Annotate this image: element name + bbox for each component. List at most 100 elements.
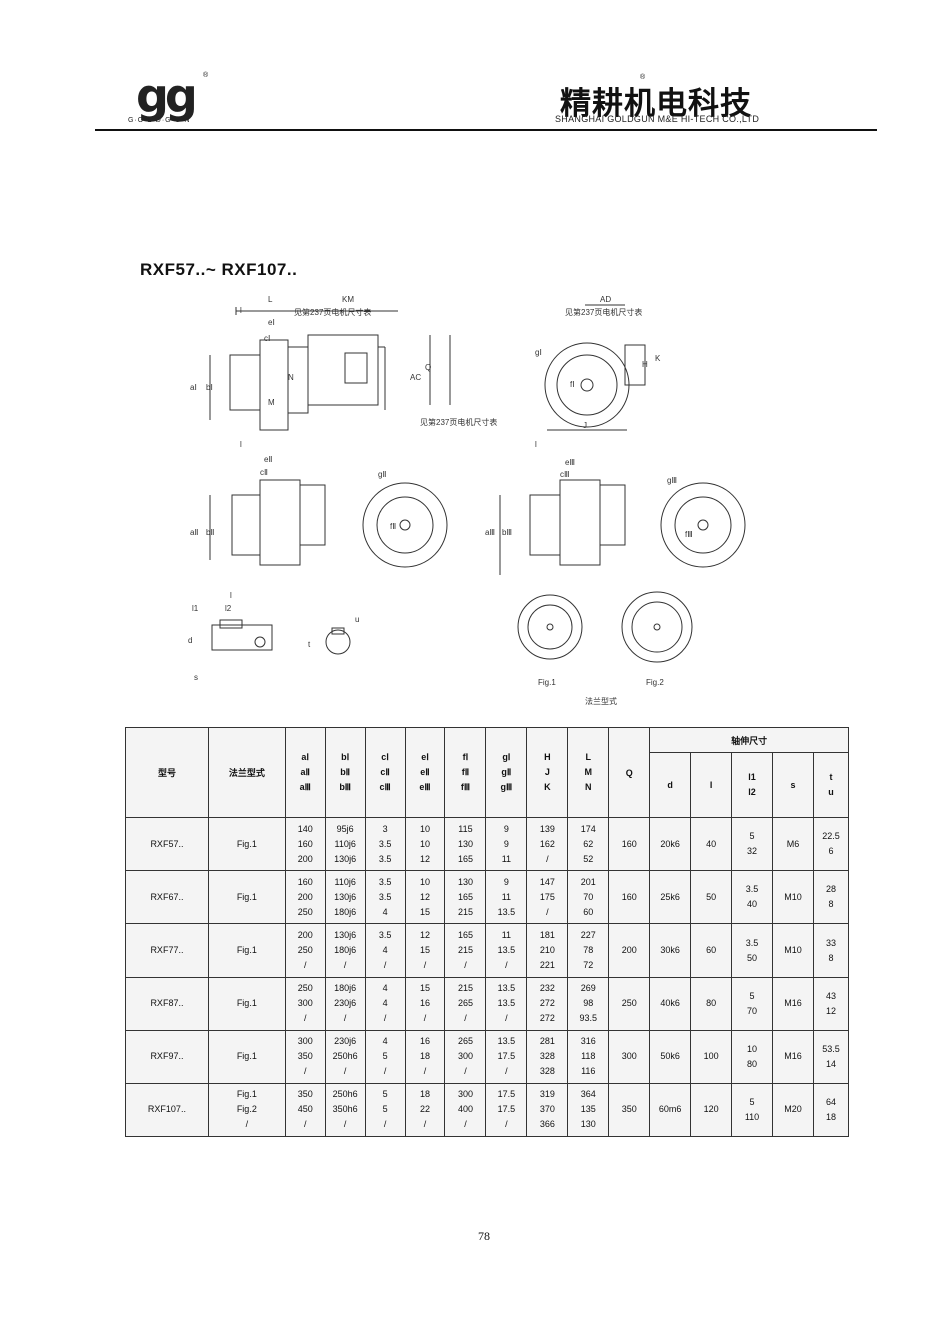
cell-q: 250 <box>608 976 651 1031</box>
flange-figures: Fig.1 Fig.2 法兰型式 <box>517 591 693 706</box>
cell-e: 16 18 / <box>404 1029 446 1084</box>
cell-flange: Fig.1 <box>207 817 286 872</box>
label-el: eⅠ <box>268 318 275 327</box>
label-H: H <box>642 360 648 369</box>
cell-b: 95j6 110j6 130j6 <box>324 817 366 872</box>
end-view-drawing: AD 见第237页电机尺寸表 gⅠ fⅠ H K J <box>535 295 661 431</box>
cell-tu: 28 8 <box>812 870 850 925</box>
cell-l: 120 <box>690 1082 733 1138</box>
cell-s: M16 <box>772 1029 814 1084</box>
cell-lmn: 364 135 130 <box>567 1082 610 1138</box>
cell-tu: 43 12 <box>812 976 850 1031</box>
cell-c: 4 4 / <box>364 976 406 1031</box>
cell-a: 300 350 / <box>284 1029 326 1084</box>
label-gll: gⅡ <box>378 470 386 479</box>
cell-e: 15 16 / <box>404 976 446 1031</box>
cell-model: RXF77.. <box>125 923 209 978</box>
label-bl: bⅠ <box>206 383 213 392</box>
cell-tu: 64 18 <box>812 1082 850 1138</box>
cell-hjk: 319 370 366 <box>526 1082 569 1138</box>
cell-lmn: 269 98 93.5 <box>567 976 610 1031</box>
cell-f: 165 215 / <box>444 923 487 978</box>
technical-drawings: L KM 见第237页电机尺寸表 l eⅠ cⅠ aⅠ bⅠ M N AC Q … <box>188 295 746 706</box>
side-view-drawing: L KM 见第237页电机尺寸表 l eⅠ cⅠ aⅠ bⅠ M N AC Q … <box>190 295 497 431</box>
cell-l12: 5 110 <box>731 1082 773 1138</box>
cell-g: 17.5 17.5 / <box>485 1082 528 1138</box>
cell-l: 80 <box>690 976 733 1031</box>
cell-q: 350 <box>608 1082 651 1138</box>
cell-c: 3.5 4 / <box>364 923 406 978</box>
label-l1: l1 <box>192 604 199 613</box>
motor-note-2: 见第237页电机尺寸表 <box>565 307 642 317</box>
label-alll: aⅢ <box>485 528 495 537</box>
label-AD: AD <box>600 295 611 304</box>
label-K: K <box>655 354 661 363</box>
label-KM: KM <box>342 295 354 304</box>
page-title: RXF57..~ RXF107.. <box>140 260 298 279</box>
cell-b: 130j6 180j6 / <box>324 923 366 978</box>
cell-flange: Fig.1 <box>207 1029 286 1084</box>
company-name-en: SHANGHAI GOLDGUN M&E HI-TECH CO.,LTD <box>555 114 760 124</box>
cell-g: 13.5 17.5 / <box>485 1029 528 1084</box>
cell-f: 130 165 215 <box>444 870 487 925</box>
cell-a: 200 250 / <box>284 923 326 978</box>
cell-s: M6 <box>772 817 814 872</box>
label-t: t <box>308 640 311 649</box>
header-g: gⅠ gⅡ gⅢ <box>485 726 528 819</box>
cell-a: 250 300 / <box>284 976 326 1031</box>
cell-s: M10 <box>772 923 814 978</box>
cell-l: 100 <box>690 1029 733 1084</box>
table-row: RXF107..Fig.1 Fig.2 /350 450 /250h6 350h… <box>125 1082 850 1138</box>
header-s: s <box>772 752 814 819</box>
cell-f: 115 130 165 <box>444 817 487 872</box>
cell-l12: 5 70 <box>731 976 773 1031</box>
cell-lmn: 316 118 116 <box>567 1029 610 1084</box>
cell-l12: 3.5 50 <box>731 923 773 978</box>
cell-g: 9 11 13.5 <box>485 870 528 925</box>
cell-l12: 5 32 <box>731 817 773 872</box>
flange-type-label: 法兰型式 <box>585 696 617 706</box>
cell-g: 9 9 11 <box>485 817 528 872</box>
label-Q: Q <box>425 363 431 372</box>
cell-a: 350 450 / <box>284 1082 326 1138</box>
cell-tu: 33 8 <box>812 923 850 978</box>
header-f: fⅠ fⅡ fⅢ <box>444 726 487 819</box>
cell-hjk: 181 210 221 <box>526 923 569 978</box>
label-glll: gⅢ <box>667 476 677 485</box>
cell-model: RXF67.. <box>125 870 209 925</box>
cell-f: 215 265 / <box>444 976 487 1031</box>
label-cll: cⅡ <box>260 468 268 477</box>
label-fll: fⅡ <box>390 522 396 531</box>
cell-s: M16 <box>772 976 814 1031</box>
header-e: eⅠ eⅡ eⅢ <box>404 726 446 819</box>
cell-d: 20k6 <box>649 817 692 872</box>
cell-l: 60 <box>690 923 733 978</box>
cell-q: 160 <box>608 870 651 925</box>
cell-b: 250h6 350h6 / <box>324 1082 366 1138</box>
cell-c: 5 5 / <box>364 1082 406 1138</box>
cell-l12: 3.5 40 <box>731 870 773 925</box>
cell-flange: Fig.1 Fig.2 / <box>207 1082 286 1138</box>
header-b: bⅠ bⅡ bⅢ <box>324 726 366 819</box>
label-al: aⅠ <box>190 383 197 392</box>
page-number: 78 <box>478 1229 490 1243</box>
cell-hjk: 232 272 272 <box>526 976 569 1031</box>
cell-f: 265 300 / <box>444 1029 487 1084</box>
cell-flange: Fig.1 <box>207 870 286 925</box>
cell-e: 10 10 12 <box>404 817 446 872</box>
cell-a: 140 160 200 <box>284 817 326 872</box>
label-AC: AC <box>410 373 421 382</box>
header-q: Q <box>608 726 651 819</box>
cell-q: 300 <box>608 1029 651 1084</box>
label-d: d <box>188 636 192 645</box>
label-s: s <box>194 673 198 682</box>
header-c: cⅠ cⅡ cⅢ <box>364 726 406 819</box>
cell-model: RXF97.. <box>125 1029 209 1084</box>
label-l: l <box>240 306 242 315</box>
cell-c: 4 5 / <box>364 1029 406 1084</box>
header-l: l <box>690 752 733 819</box>
